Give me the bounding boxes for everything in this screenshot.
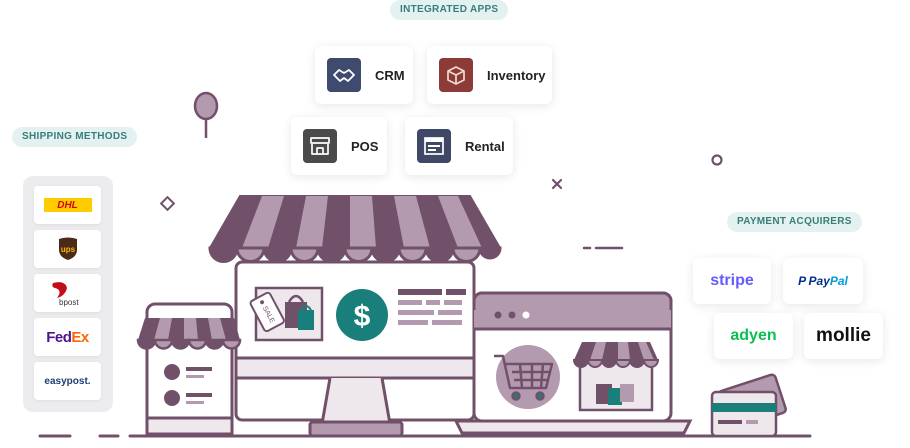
balloon-decoration	[193, 91, 219, 138]
dhl-logo-text: DHL	[57, 199, 78, 211]
fedex-logo: FedEx	[46, 329, 89, 346]
shipping-card-dhl[interactable]: DHL	[34, 186, 101, 224]
app-label-crm: CRM	[375, 67, 405, 83]
awning-top	[208, 195, 502, 249]
sale-tag-text: SALE	[261, 305, 276, 324]
fedex-logo-text-2: Ex	[71, 328, 89, 346]
awning-stripes	[242, 196, 482, 248]
payment-card-stripe[interactable]: stripe	[693, 258, 771, 304]
app-card-crm[interactable]: CRM	[315, 46, 413, 104]
window-icon	[417, 129, 451, 163]
payment-card-paypal[interactable]: P PayPal	[783, 258, 863, 304]
payment-acquirers-heading: PAYMENT ACQUIRERS	[727, 212, 862, 232]
diamond-decoration	[159, 195, 176, 212]
easypost-logo-text: easypost.	[44, 375, 91, 387]
front-card	[710, 390, 778, 438]
payment-card-mollie[interactable]: mollie	[804, 313, 883, 359]
laptop-screen	[472, 291, 673, 423]
box-icon	[439, 58, 473, 92]
mini-store	[578, 353, 654, 412]
awning-scallops	[208, 246, 502, 263]
laptop-base	[453, 419, 693, 435]
shipping-card-easypost[interactable]: easypost.	[34, 362, 101, 400]
monitor-body	[234, 260, 476, 422]
ups-shield-icon: ups	[58, 237, 77, 260]
fedex-logo-text-1: Fed	[46, 328, 72, 346]
paypal-logo-text-1: Pay	[808, 274, 830, 288]
store-icon	[303, 129, 337, 163]
dollar-coin-icon	[336, 289, 388, 341]
phone-awning	[138, 318, 240, 340]
text-placeholder-lines	[398, 289, 466, 325]
bpost-logo-text: bpost	[59, 298, 79, 307]
shipping-card-ups[interactable]: ups	[34, 230, 101, 268]
paypal-logo: P PayPal	[798, 274, 848, 288]
monitor-stand	[320, 377, 392, 426]
app-card-inventory[interactable]: Inventory	[427, 46, 552, 104]
shopping-cart-icon	[494, 354, 554, 401]
mollie-logo-text: mollie	[816, 325, 871, 346]
cross-decoration	[551, 178, 563, 190]
laptop-store	[453, 291, 693, 435]
payment-card-adyen[interactable]: adyen	[714, 313, 793, 359]
stripe-logo-text: stripe	[710, 272, 754, 289]
monitor-chin	[234, 356, 476, 380]
shipping-methods-heading: SHIPPING METHODS	[12, 127, 138, 147]
app-card-rental[interactable]: Rental	[405, 117, 513, 175]
shipping-card-fedex[interactable]: FedEx	[34, 318, 101, 356]
sale-tag-icon: SALE	[249, 291, 285, 333]
app-label-rental: Rental	[465, 138, 505, 154]
shipping-methods-panel: DHL ups bpost FedEx easypost.	[23, 176, 113, 412]
paypal-p-icon: P	[798, 274, 807, 288]
shipping-card-bpost[interactable]: bpost	[34, 274, 101, 312]
app-label-pos: POS	[351, 138, 379, 154]
dollar-symbol: $	[354, 300, 371, 333]
shopping-bags-icon	[285, 294, 314, 330]
handshake-icon	[327, 58, 361, 92]
monitor-store: SALE $	[208, 195, 502, 438]
phone-store	[136, 302, 242, 436]
phone-body	[145, 302, 234, 436]
ups-logo-text: ups	[60, 245, 75, 254]
product-panel	[254, 286, 324, 342]
cart-circle	[496, 345, 560, 409]
integrated-apps-heading: INTEGRATED APPS	[390, 0, 509, 20]
monitor-base	[308, 420, 404, 438]
dhl-logo: DHL	[43, 198, 92, 212]
paypal-logo-text-2: Pal	[829, 274, 848, 288]
bpost-logo: bpost	[51, 282, 79, 307]
credit-card-icon	[710, 373, 787, 438]
ring-decoration	[711, 154, 723, 166]
laptop-browser-bar	[472, 291, 673, 331]
adyen-logo-text: adyen	[730, 327, 777, 344]
app-label-inventory: Inventory	[487, 67, 546, 83]
app-card-pos[interactable]: POS	[291, 117, 387, 175]
